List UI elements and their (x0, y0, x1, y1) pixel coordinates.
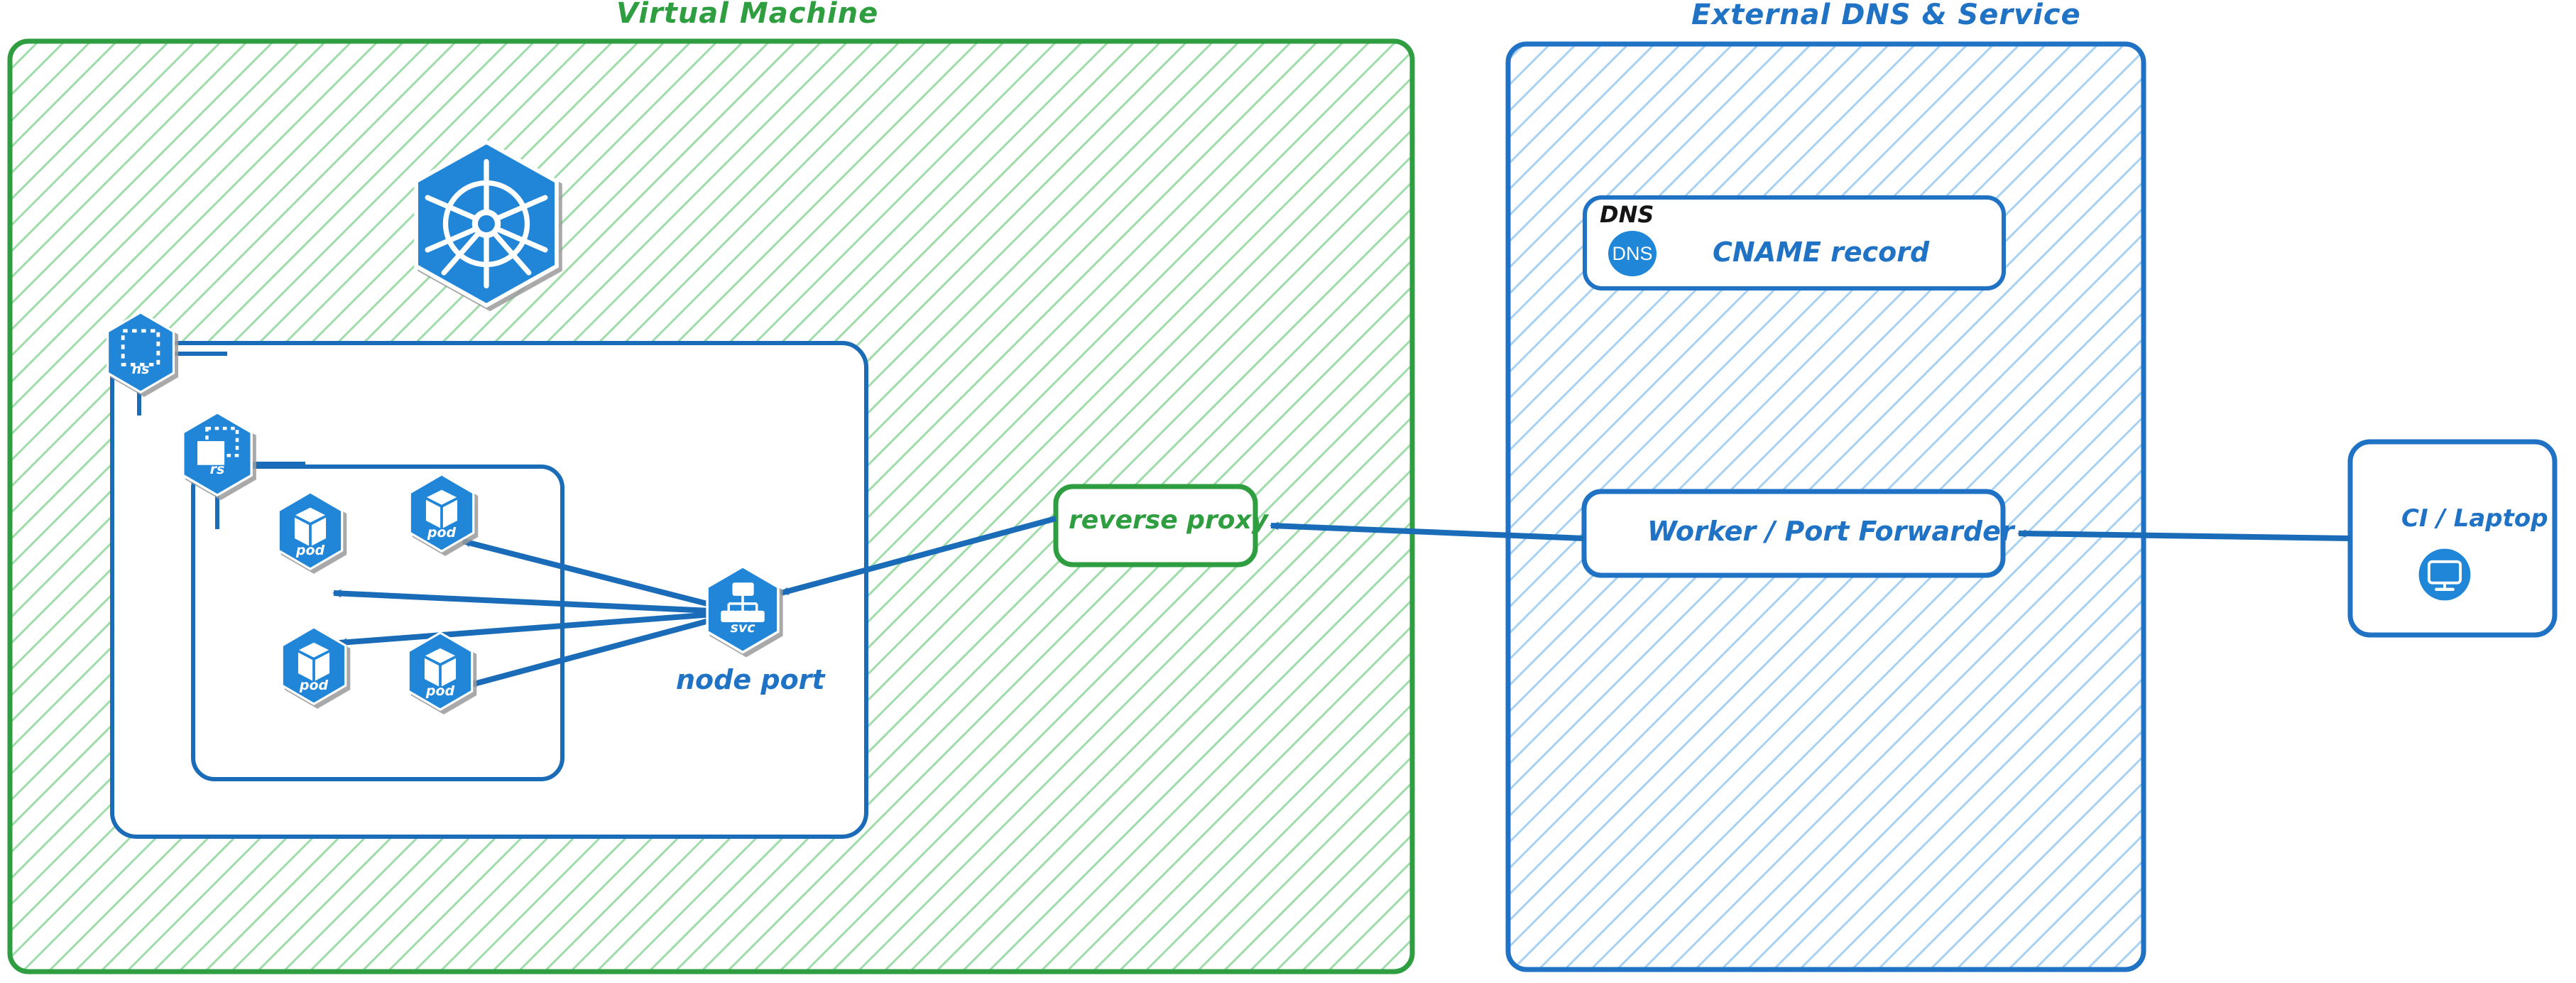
desktop-monitor-icon (2417, 547, 2472, 602)
namespace-badge: ns (102, 310, 179, 394)
edge-ci-laptop-to-worker (2017, 529, 2351, 541)
pod-badge-2: pod (405, 472, 479, 553)
edge-svc-pod2 (462, 538, 741, 615)
worker-port-forwarder-box[interactable] (1581, 489, 2006, 578)
edge-svc-pod4 (467, 609, 742, 688)
edge-svc-to-pods (332, 538, 742, 688)
edge-svc-pod3 (338, 609, 741, 647)
edge-reverse-proxy-to-svc (780, 516, 1057, 596)
reverse-proxy-box[interactable] (1053, 484, 1258, 567)
pod-badge-3: pod (277, 625, 351, 706)
edge-worker-to-reverse-proxy (1270, 521, 1585, 541)
pod-badge-1: pod (273, 490, 347, 571)
cname-record-box[interactable] (1583, 195, 2006, 290)
pod-badge-4: pod (403, 631, 477, 712)
dns-pill-badge: DNS (1608, 231, 1657, 276)
edge-svc-pod1 (332, 589, 741, 615)
replicaset-box (191, 465, 564, 781)
dns-pill-label: DNS (1612, 242, 1653, 264)
ci-laptop-box[interactable] (2347, 439, 2558, 638)
replicaset-badge: rs (178, 411, 257, 497)
kubernetes-logo (405, 139, 568, 309)
service-badge: svc (702, 565, 784, 654)
